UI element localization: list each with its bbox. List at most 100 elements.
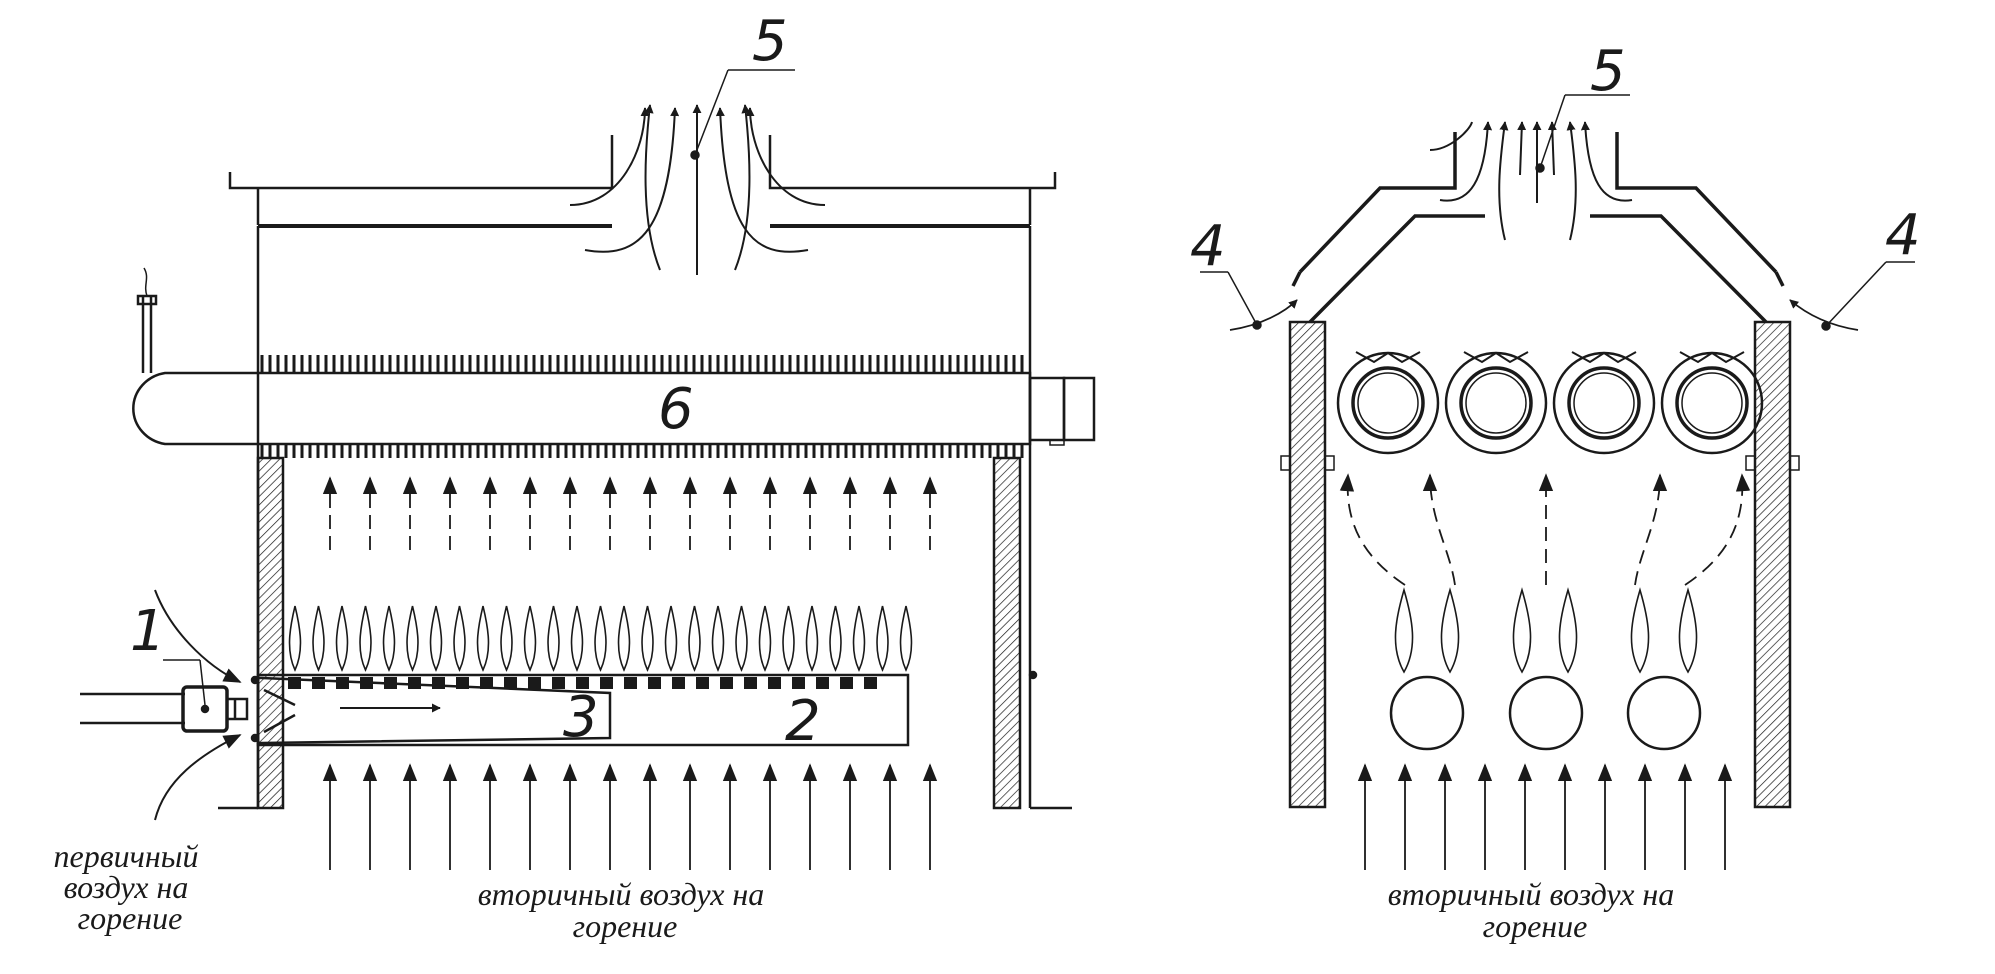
- burner-port: [504, 677, 517, 689]
- burner-port: [840, 677, 853, 689]
- label-5-left: 5: [752, 9, 788, 74]
- right-burner-flames: [1394, 587, 1698, 674]
- burner-port: [384, 677, 397, 689]
- flame: [641, 605, 654, 672]
- burner-port: [816, 677, 829, 689]
- label-6: 6: [658, 377, 694, 442]
- flame: [688, 605, 701, 672]
- burner-port: [408, 677, 421, 689]
- flame: [664, 605, 678, 672]
- flame: [899, 605, 913, 672]
- fin-plate: [1355, 351, 1421, 364]
- flame: [1394, 587, 1414, 674]
- tube-inner: [1459, 366, 1533, 440]
- fin-plate: [1679, 351, 1745, 364]
- flame: [1440, 587, 1460, 674]
- right-secondary-air-flow: [1357, 763, 1733, 870]
- burner-port: [336, 677, 349, 689]
- flame: [829, 605, 842, 672]
- tube-inner: [1675, 366, 1749, 440]
- flame: [429, 605, 443, 672]
- burner-port: [792, 677, 805, 689]
- tube-bore: [1681, 372, 1743, 434]
- flame: [335, 605, 349, 672]
- flame: [594, 605, 607, 672]
- burner: [250, 673, 910, 747]
- flame: [476, 605, 490, 672]
- right-wall-insulation: [992, 456, 1022, 810]
- flame: [312, 605, 325, 672]
- burner-port: [720, 677, 733, 689]
- caption-secondary-air-right: вторичный воздух на горение: [1388, 876, 1683, 944]
- flame: [359, 605, 372, 672]
- left-view: [80, 69, 1096, 870]
- burner-port: [864, 677, 877, 689]
- flame: [1678, 587, 1698, 674]
- flame: [735, 605, 748, 672]
- flame: [523, 605, 537, 672]
- flame: [617, 605, 631, 672]
- flame: [500, 605, 513, 672]
- tube-inner: [1351, 366, 1425, 440]
- burner-port: [744, 677, 757, 689]
- right-hot-gas-flow: [1339, 473, 1751, 586]
- burner-port: [432, 677, 445, 689]
- flame: [758, 605, 772, 672]
- flame: [711, 605, 725, 672]
- flame: [1558, 587, 1578, 674]
- flame: [852, 605, 866, 672]
- flame: [288, 605, 302, 672]
- burner-port: [552, 677, 565, 689]
- fins-bottom: [260, 444, 1024, 458]
- label-3: 3: [563, 685, 599, 750]
- burner-flames: [288, 605, 913, 672]
- hot-gas-flow: [322, 476, 938, 550]
- flame: [782, 605, 795, 672]
- heat-exchanger-tubes: [1336, 351, 1764, 455]
- gas-injector: [80, 589, 249, 821]
- burner-port: [648, 677, 661, 689]
- tube-bore: [1465, 372, 1527, 434]
- label-2: 2: [785, 689, 821, 754]
- caption-primary-air: первичный воздух на горение: [54, 838, 207, 936]
- tube-inner: [1567, 366, 1641, 440]
- burner-port: [600, 677, 613, 689]
- left-exhaust-flow: [569, 104, 826, 275]
- left-wall-insulation: [256, 456, 285, 810]
- flame: [876, 605, 889, 672]
- flame: [547, 605, 560, 672]
- burner-port: [696, 677, 709, 689]
- flame: [382, 605, 396, 672]
- burner-ports: [288, 677, 877, 689]
- right-burners: [1389, 675, 1702, 751]
- tube-bore: [1573, 372, 1635, 434]
- flame: [805, 605, 819, 672]
- burner-port: [528, 677, 541, 689]
- right-view-left-wall: [1288, 320, 1327, 809]
- fins-top: [260, 355, 1024, 373]
- burner-port: [312, 677, 325, 689]
- labels: 1 2 3 5 6 4 4 5 первичный воздух на горе…: [54, 9, 1921, 944]
- burner-port: [360, 677, 373, 689]
- label-1: 1: [130, 599, 166, 664]
- fin-plate: [1571, 351, 1637, 364]
- label-5-right: 5: [1590, 39, 1626, 104]
- label-4-right: 4: [1885, 203, 1921, 268]
- burner-port: [576, 677, 589, 689]
- burner-port: [672, 677, 685, 689]
- right-view: [1200, 94, 1915, 870]
- left-secondary-air-flow: [322, 763, 938, 870]
- right-exhaust-flow: [1429, 121, 1633, 241]
- caption-secondary-air-left: вторичный воздух на горение: [478, 876, 773, 944]
- burner-port: [480, 677, 493, 689]
- flame: [1630, 587, 1650, 674]
- burner-port: [456, 677, 469, 689]
- flame: [453, 605, 466, 672]
- flame: [406, 605, 419, 672]
- burner-port: [768, 677, 781, 689]
- label-4-left: 4: [1190, 214, 1226, 279]
- heat-exchanger: [132, 267, 1096, 458]
- burner-port: [624, 677, 637, 689]
- fin-plate: [1463, 351, 1529, 364]
- flame: [1512, 587, 1532, 674]
